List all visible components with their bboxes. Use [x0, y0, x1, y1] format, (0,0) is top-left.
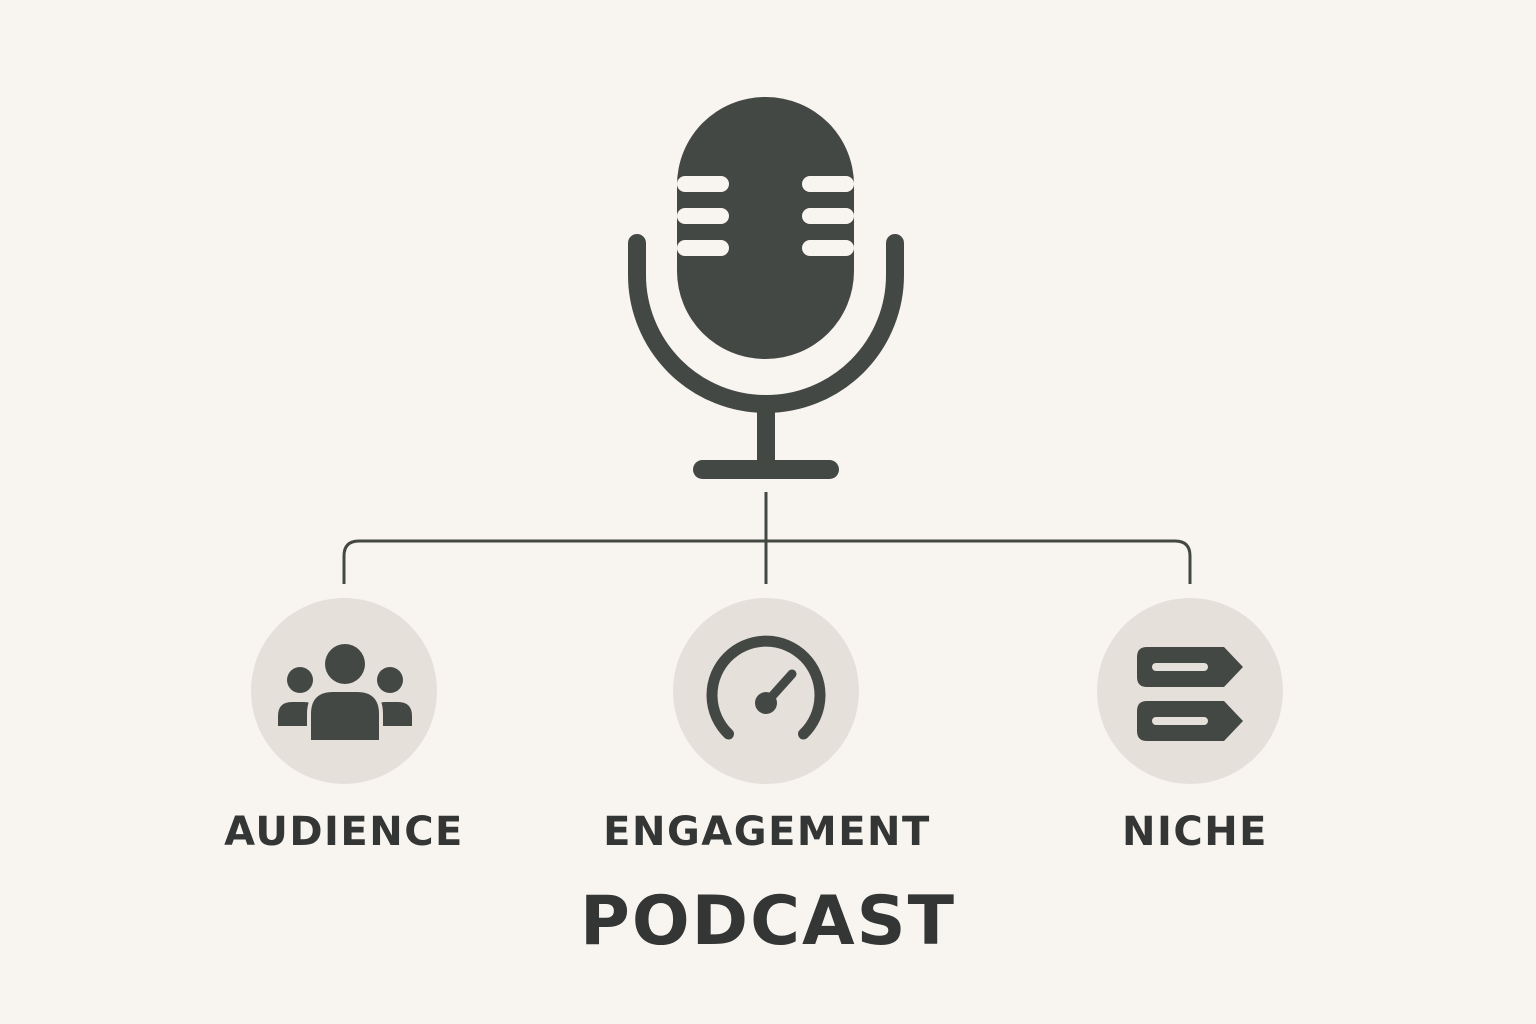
- microphone-icon: [628, 97, 904, 479]
- podcast-title: PODCAST: [580, 882, 956, 961]
- microphone-grille: [677, 176, 854, 256]
- engagement-label: ENGAGEMENT: [603, 809, 931, 855]
- audience-node: [251, 598, 437, 784]
- tag-labels-icon: [1137, 647, 1243, 741]
- microphone-base: [693, 460, 839, 479]
- niche-label: NICHE: [1121, 809, 1268, 855]
- microphone-stem: [757, 400, 775, 468]
- connector-right: [766, 539, 1192, 584]
- connector-left: [342, 539, 766, 584]
- microphone-capsule: [677, 97, 854, 359]
- audience-group-icon: [278, 644, 412, 744]
- niche-node: [1097, 598, 1283, 784]
- engagement-node: [673, 598, 859, 784]
- connector-lines: [342, 492, 1192, 584]
- speedometer-gauge-icon: [706, 635, 826, 740]
- niche-circle: [1097, 598, 1283, 784]
- audience-label: AUDIENCE: [224, 809, 464, 855]
- engagement-circle: [673, 598, 859, 784]
